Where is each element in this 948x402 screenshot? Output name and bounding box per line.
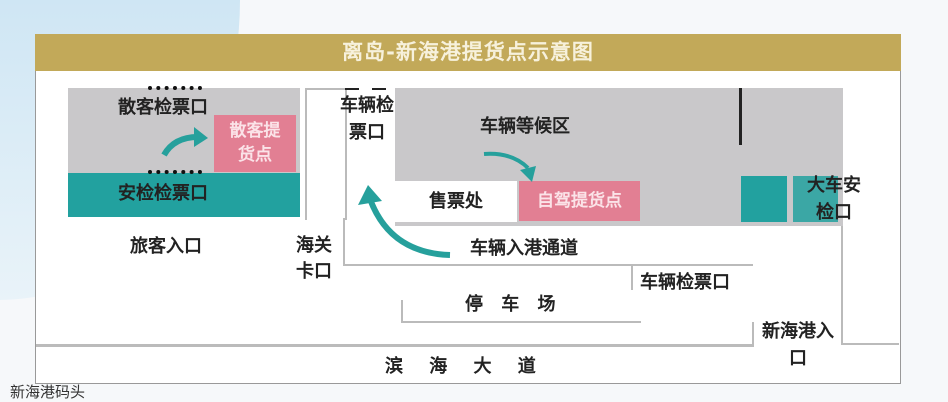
road-edge xyxy=(36,344,754,347)
customs-corridor xyxy=(305,88,347,220)
lane-edge xyxy=(841,343,899,345)
gate-marker xyxy=(148,170,202,179)
arrow-icon xyxy=(358,185,451,258)
lane-edge xyxy=(752,322,754,346)
walkin-ticket-gate-label: 散客检票口 xyxy=(118,97,208,118)
walkin-pickup-point: 散客提货点 xyxy=(214,115,296,172)
passenger-entrance-label: 旅客入口 xyxy=(130,236,202,257)
customs-label: 海关卡口 xyxy=(296,235,332,282)
arrow-icon xyxy=(483,151,536,182)
vehicle-waiting-area-label: 车辆等候区 xyxy=(480,116,570,137)
lane-edge xyxy=(343,264,753,266)
binhai-avenue-label: 滨 海 大 道 xyxy=(385,356,546,377)
security-zone xyxy=(68,173,300,217)
truck-security-lane xyxy=(793,176,838,222)
caption: 新海港码头 xyxy=(10,383,86,401)
divider xyxy=(739,88,742,145)
lane-edge xyxy=(841,226,843,345)
truck-security-lane xyxy=(741,176,787,222)
gate-marker xyxy=(372,88,386,90)
arrow-icon xyxy=(161,127,208,157)
vehicle-ticket-gate-label: 车辆检票口 xyxy=(640,272,730,293)
security-ticket-gate-label: 安检检票口 xyxy=(118,183,208,204)
lane-edge xyxy=(631,264,633,290)
selfdrive-pickup-point: 自驾提货点 xyxy=(519,181,640,221)
vehicle-port-lane-label: 车辆入港通道 xyxy=(470,238,578,259)
ticket-office: 售票处 xyxy=(395,181,517,222)
gate-marker xyxy=(148,86,202,95)
vehicle-ticket-gate-top-label: 车辆检票口 xyxy=(340,95,394,143)
parking-label: 停 车 场 xyxy=(465,294,562,315)
parking-edge xyxy=(401,321,641,323)
truck-security-label: 大车安检口 xyxy=(807,175,861,223)
xinhai-port-entrance-label: 新海港入口 xyxy=(762,321,834,369)
parking-edge xyxy=(401,300,403,322)
map-title: 离岛-新海港提货点示意图 xyxy=(35,34,901,71)
lane-edge xyxy=(343,218,345,266)
gate-marker xyxy=(345,88,359,90)
